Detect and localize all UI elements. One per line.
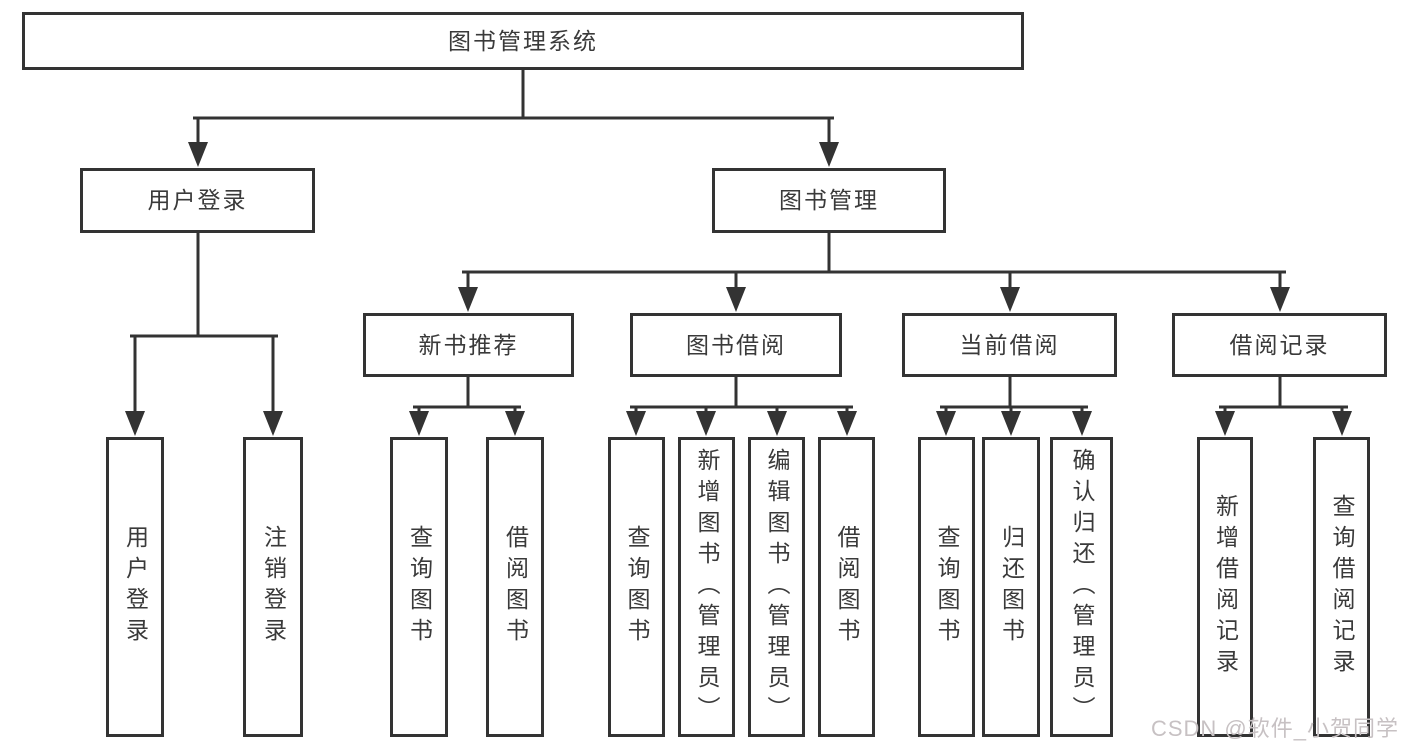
node-book-borrowing: 图书借阅: [630, 313, 842, 377]
csdn-watermark: CSDN @软件_小贺同学: [1150, 716, 1399, 741]
node-label: 图书管理系统: [448, 27, 598, 54]
node-label: 用户登录: [147, 187, 248, 213]
leaf-add-borrow-record: 新增借阅记录: [1197, 437, 1253, 737]
leaf-label: 编辑图书（管理员）: [764, 447, 790, 727]
node-label: 图书管理: [779, 187, 879, 213]
leaf-label: 查询借阅记录: [1329, 494, 1355, 680]
leaf-label: 借阅图书: [502, 525, 529, 649]
node-user-login: 用户登录: [80, 168, 315, 233]
leaf-label: 归还图书: [998, 525, 1025, 649]
leaf-borrowing-query-books: 查询图书: [608, 437, 665, 737]
leaf-borrow-books: 借阅图书: [818, 437, 875, 737]
arrowheads: [125, 142, 1352, 436]
leaf-logout: 注销登录: [243, 437, 303, 737]
leaf-label: 新增图书（管理员）: [694, 447, 720, 727]
node-label: 当前借阅: [959, 331, 1060, 358]
leaf-newbook-borrow-books: 借阅图书: [486, 437, 544, 737]
node-current-borrowing: 当前借阅: [902, 313, 1117, 377]
leaf-label: 查询图书: [406, 525, 433, 649]
leaf-return-books: 归还图书: [982, 437, 1040, 737]
leaf-label: 查询图书: [934, 525, 960, 649]
node-book-management: 图书管理: [712, 168, 946, 233]
node-label: 借阅记录: [1229, 331, 1330, 358]
leaf-label: 查询图书: [624, 525, 650, 649]
node-borrowing-records: 借阅记录: [1172, 313, 1387, 377]
leaf-query-borrow-record: 查询借阅记录: [1313, 437, 1370, 737]
leaf-add-books-admin: 新增图书（管理员）: [678, 437, 735, 737]
node-label: 图书借阅: [686, 331, 786, 358]
leaf-label: 借阅图书: [834, 525, 860, 649]
leaf-current-query-books: 查询图书: [918, 437, 975, 737]
leaf-edit-books-admin: 编辑图书（管理员）: [748, 437, 805, 737]
leaf-confirm-return-admin: 确认归还（管理员）: [1050, 437, 1113, 737]
node-library-management-system: 图书管理系统: [22, 12, 1024, 70]
leaf-label: 新增借阅记录: [1212, 494, 1239, 680]
node-new-book-recommend: 新书推荐: [363, 313, 574, 377]
node-label: 新书推荐: [418, 331, 519, 358]
leaf-newbook-query-books: 查询图书: [390, 437, 448, 737]
leaf-label: 注销登录: [260, 525, 287, 649]
leaf-label: 确认归还（管理员）: [1069, 447, 1095, 727]
leaf-user-login: 用户登录: [106, 437, 164, 737]
leaf-label: 用户登录: [122, 525, 149, 649]
